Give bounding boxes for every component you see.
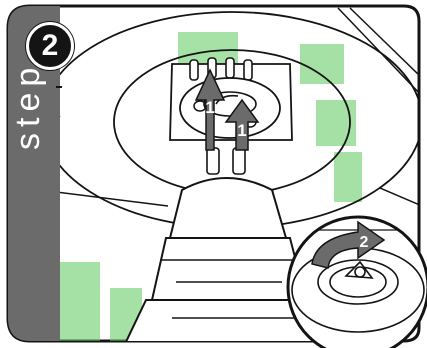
twist-label: 2 [360, 234, 369, 251]
push-label-left: 1 [205, 98, 214, 117]
push-label-right: 1 [237, 121, 246, 140]
detail-zoom: 2 [288, 217, 427, 348]
lamp-socket [170, 58, 292, 140]
step-label: step [8, 60, 48, 150]
